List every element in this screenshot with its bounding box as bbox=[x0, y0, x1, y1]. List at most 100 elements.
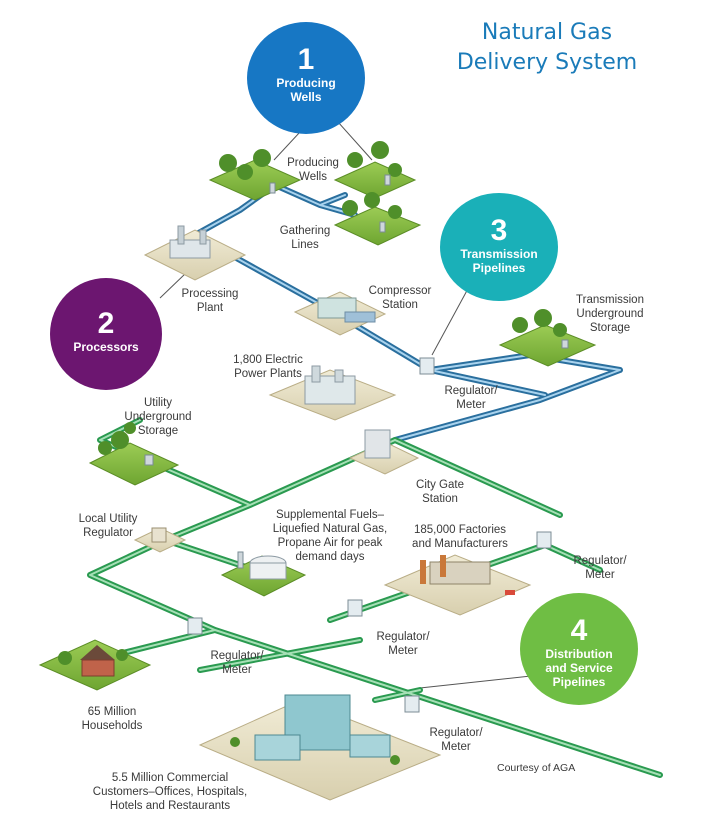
producing-wells-site bbox=[208, 141, 422, 246]
label-producing-wells-2: Wells bbox=[299, 171, 327, 183]
regulator-meter-4 bbox=[187, 617, 203, 635]
label-regulator-meter-4: Regulator/ Meter bbox=[204, 649, 270, 677]
label-regulator-meter-3-b: Meter bbox=[388, 645, 418, 657]
badge-distribution-pipelines: 4 Distribution and Service Pipelines bbox=[520, 593, 638, 705]
label-electric-power: 1,800 Electric Power Plants bbox=[228, 353, 308, 381]
label-electric-power-2: Power Plants bbox=[234, 368, 302, 380]
regulator-meter-3 bbox=[347, 599, 363, 617]
label-factories-1: 185,000 Factories bbox=[413, 524, 507, 536]
label-supplemental-fuels-1: Supplemental Fuels– bbox=[275, 509, 385, 521]
label-supplemental-fuels-4: demand days bbox=[295, 551, 365, 563]
label-regulator-meter-4-b: Meter bbox=[222, 664, 252, 676]
diagram-title: Natural Gas Delivery System bbox=[452, 18, 642, 78]
label-regulator-meter-5-a: Regulator/ bbox=[429, 727, 483, 739]
label-compressor-station-1: Compressor bbox=[368, 285, 432, 297]
title-line-1: Natural Gas bbox=[481, 20, 613, 45]
label-regulator-meter-3-a: Regulator/ bbox=[376, 631, 430, 643]
compressor-station bbox=[293, 291, 387, 336]
label-regulator-meter-2-b: Meter bbox=[585, 569, 615, 581]
label-regulator-meter-1-a: Regulator/ bbox=[444, 385, 498, 397]
label-regulator-meter-4-a: Regulator/ bbox=[210, 650, 264, 662]
label-producing-wells-1: Producing bbox=[287, 157, 339, 169]
badge-3-line-2: Pipelines bbox=[472, 261, 526, 275]
label-supplemental-fuels-2: Liquefied Natural Gas, bbox=[272, 523, 388, 535]
badge-4-number: 4 bbox=[570, 614, 588, 647]
label-transmission-storage: Transmission Underground Storage bbox=[564, 293, 656, 335]
transmission-storage-site bbox=[498, 309, 597, 367]
label-compressor-station: Compressor Station bbox=[362, 284, 438, 312]
label-utility-storage-2: Underground bbox=[124, 411, 192, 423]
label-households: 65 Million Households bbox=[72, 705, 152, 733]
label-regulator-meter-5-b: Meter bbox=[441, 741, 471, 753]
label-transmission-storage-2: Underground bbox=[576, 308, 644, 320]
label-producing-wells: Producing Wells bbox=[282, 156, 344, 184]
label-gathering-lines: Gathering Lines bbox=[270, 224, 340, 252]
label-city-gate: City Gate Station bbox=[408, 478, 472, 506]
household-site bbox=[38, 639, 152, 691]
badge-4-line-1: Distribution bbox=[545, 647, 613, 661]
label-utility-storage-1: Utility bbox=[143, 397, 173, 409]
label-commercial-3: Hotels and Restaurants bbox=[109, 800, 231, 812]
badge-4-line-2: and Service bbox=[545, 661, 613, 675]
label-processing-plant: Processing Plant bbox=[175, 287, 245, 315]
label-city-gate-1: City Gate bbox=[416, 479, 464, 491]
label-commercial: 5.5 Million Commercial Customers–Offices… bbox=[82, 771, 258, 813]
badge-1-number: 1 bbox=[297, 43, 315, 76]
label-households-1: 65 Million bbox=[87, 706, 137, 718]
label-utility-storage-3: Storage bbox=[137, 425, 179, 437]
regulator-meter-2 bbox=[536, 531, 552, 549]
label-supplemental-fuels-3: Propane Air for peak bbox=[277, 537, 383, 549]
title-line-2: Delivery System bbox=[456, 50, 638, 75]
commercial-site bbox=[198, 694, 442, 801]
courtesy-credit: Courtesy of AGA bbox=[497, 761, 575, 775]
label-compressor-station-2: Station bbox=[382, 299, 418, 311]
badge-2-line-1: Processors bbox=[73, 340, 139, 354]
power-plant bbox=[268, 365, 397, 421]
label-processing-plant-1: Processing bbox=[181, 288, 239, 300]
label-transmission-storage-3: Storage bbox=[589, 322, 631, 334]
label-commercial-2: Customers–Offices, Hospitals, bbox=[92, 786, 248, 798]
label-local-regulator-1: Local Utility bbox=[78, 513, 138, 525]
regulator-meter-1 bbox=[419, 357, 435, 375]
label-local-regulator: Local Utility Regulator bbox=[70, 512, 146, 540]
label-regulator-meter-2: Regulator/ Meter bbox=[567, 554, 633, 582]
label-gathering-lines-2: Lines bbox=[291, 239, 319, 251]
label-transmission-storage-1: Transmission bbox=[576, 294, 644, 306]
badge-3-number: 3 bbox=[490, 214, 508, 247]
processing-plant bbox=[143, 225, 247, 281]
lng-site bbox=[220, 551, 307, 597]
label-city-gate-2: Station bbox=[422, 493, 458, 505]
local-regulator bbox=[133, 527, 187, 553]
badge-3-line-1: Transmission bbox=[460, 247, 538, 261]
utility-storage-site bbox=[88, 422, 180, 486]
label-regulator-meter-1: Regulator/ Meter bbox=[438, 384, 504, 412]
label-electric-power-1: 1,800 Electric bbox=[233, 354, 303, 366]
label-regulator-meter-2-a: Regulator/ bbox=[573, 555, 627, 567]
badge-4-line-3: Pipelines bbox=[552, 675, 606, 689]
badge-connectors bbox=[159, 117, 541, 689]
city-gate-station bbox=[348, 429, 420, 475]
label-commercial-1: 5.5 Million Commercial bbox=[111, 772, 229, 784]
label-factories: 185,000 Factories and Manufacturers bbox=[402, 523, 518, 551]
label-supplemental-fuels: Supplemental Fuels– Liquefied Natural Ga… bbox=[262, 508, 398, 564]
label-regulator-meter-1-b: Meter bbox=[456, 399, 486, 411]
badge-processors: 2 Processors bbox=[50, 278, 162, 390]
badge-2-number: 2 bbox=[97, 307, 115, 340]
transmission-pipelines bbox=[192, 182, 623, 443]
badge-1-line-1: Producing bbox=[276, 76, 336, 90]
label-local-regulator-2: Regulator bbox=[83, 527, 133, 539]
label-households-2: Households bbox=[81, 720, 143, 732]
badge-producing-wells: 1 Producing Wells bbox=[247, 22, 365, 134]
label-regulator-meter-3: Regulator/ Meter bbox=[370, 630, 436, 658]
label-gathering-lines-1: Gathering bbox=[279, 225, 331, 237]
label-processing-plant-2: Plant bbox=[196, 302, 224, 314]
label-factories-2: and Manufacturers bbox=[412, 538, 508, 550]
factory-site bbox=[383, 554, 532, 616]
badge-1-line-2: Wells bbox=[290, 90, 322, 104]
regulator-meter-5 bbox=[404, 695, 420, 713]
label-regulator-meter-5: Regulator/ Meter bbox=[423, 726, 489, 754]
label-utility-storage: Utility Underground Storage bbox=[118, 396, 198, 438]
courtesy-text: Courtesy of AGA bbox=[497, 762, 576, 774]
